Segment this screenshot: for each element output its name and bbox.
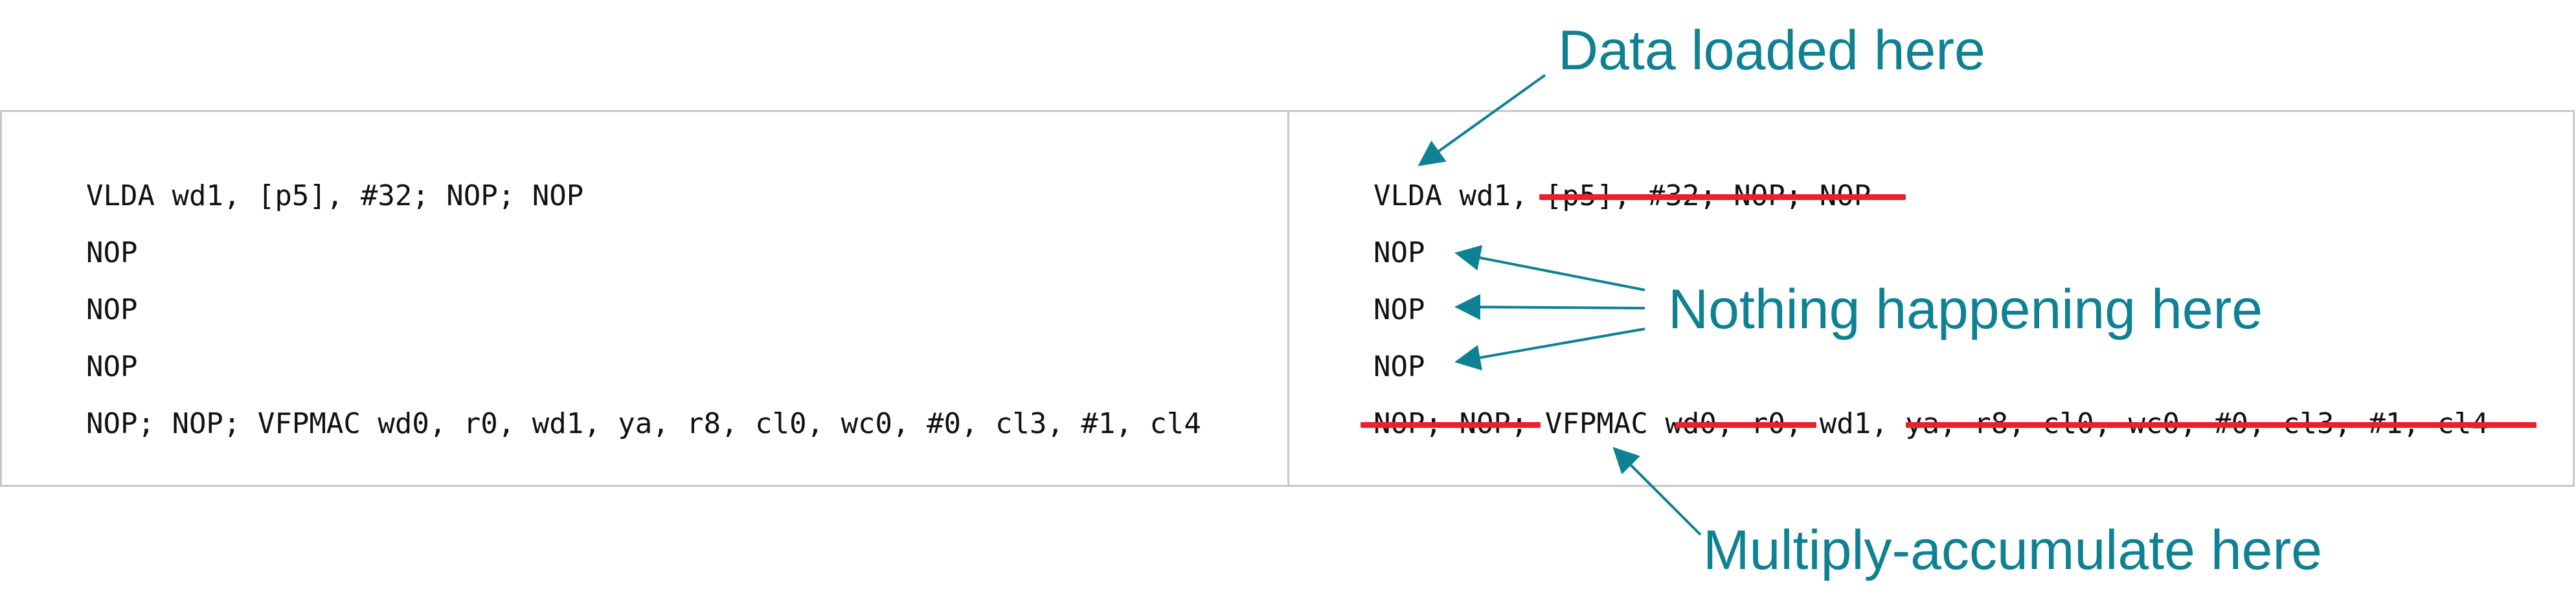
annotation-nothing-happening: Nothing happening here xyxy=(1668,278,2263,341)
annotation-multiply-accumulate: Multiply-accumulate here xyxy=(1703,519,2322,581)
right-line-4: NOP xyxy=(1373,350,1425,383)
strike-line5-leading-nops xyxy=(1361,422,1541,428)
left-line-4: NOP xyxy=(86,350,138,383)
code-comparison-table: VLDA wd1, [p5], #32; NOP; NOP NOP NOP NO… xyxy=(0,110,2575,487)
column-divider xyxy=(1287,112,1289,485)
strike-line5-wd0-r0 xyxy=(1675,422,1816,428)
strike-line5-trailing-operands xyxy=(1906,422,2536,428)
annotation-data-loaded: Data loaded here xyxy=(1558,19,1985,82)
left-line-3: NOP xyxy=(86,293,138,326)
right-line-3: NOP xyxy=(1373,293,1425,326)
right-line-2: NOP xyxy=(1373,236,1425,269)
left-line-5: NOP; NOP; VFPMAC wd0, r0, wd1, ya, r8, c… xyxy=(86,407,1201,440)
left-line-1: VLDA wd1, [p5], #32; NOP; NOP xyxy=(86,179,584,212)
strike-line1-operands xyxy=(1539,194,1906,200)
left-line-2: NOP xyxy=(86,236,138,269)
